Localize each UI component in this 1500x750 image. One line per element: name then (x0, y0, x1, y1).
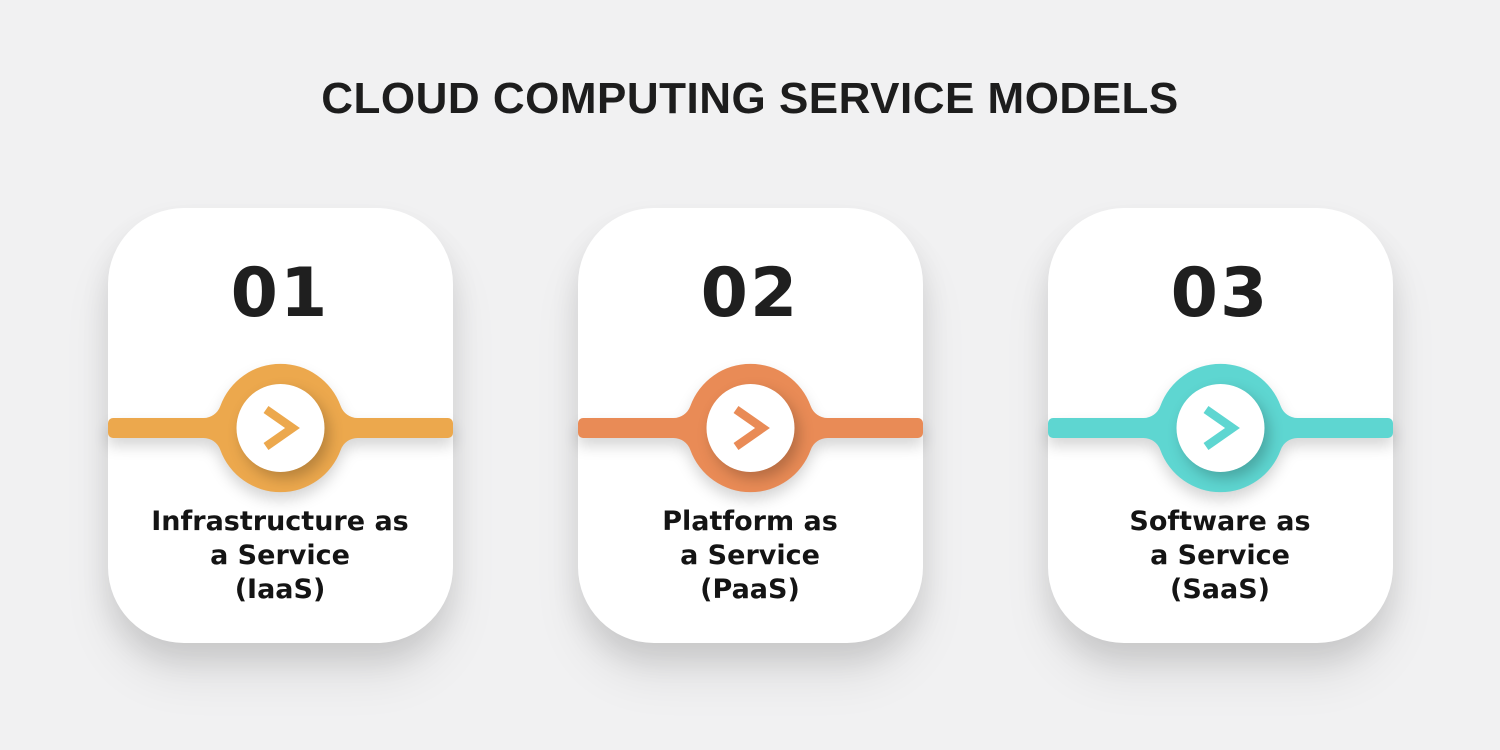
card-label-line: a Service (1150, 540, 1290, 571)
chevron-right-icon (263, 406, 300, 450)
card-iaas: 01 Infrastructure as a Service (IaaS) (107, 208, 453, 643)
card-label-line: Platform as (662, 506, 838, 537)
connector-motif (1047, 363, 1393, 493)
card-paas: 02 Platform as a Service (PaaS) (577, 208, 923, 643)
card-label-line: (PaaS) (700, 574, 800, 605)
marker-inner-circle (1176, 384, 1264, 472)
chevron-right-icon (1203, 406, 1240, 450)
marker-inner-circle (706, 384, 794, 472)
card-label: Platform as a Service (PaaS) (578, 505, 923, 607)
cards-row: 01 Infrastructure as a Service (IaaS) 02… (0, 208, 1500, 643)
card-number: 02 (700, 254, 800, 333)
card-number: 01 (230, 254, 330, 333)
card-label-line: (SaaS) (1169, 574, 1270, 605)
card-label-line: Software as (1129, 506, 1311, 537)
connector-motif (107, 363, 453, 493)
card-saas: 03 Software as a Service (SaaS) (1047, 208, 1393, 643)
card-label-line: Infrastructure as (151, 506, 409, 537)
page-title: CLOUD COMPUTING SERVICE MODELS (321, 74, 1179, 123)
card-label-line: a Service (680, 540, 820, 571)
chevron-right-icon (733, 406, 770, 450)
card-label: Infrastructure as a Service (IaaS) (108, 505, 453, 607)
marker-inner-circle (236, 384, 324, 472)
card-label: Software as a Service (SaaS) (1048, 505, 1393, 607)
card-number: 03 (1170, 254, 1270, 333)
connector-motif (577, 363, 923, 493)
card-label-line: (IaaS) (234, 574, 326, 605)
card-label-line: a Service (210, 540, 350, 571)
